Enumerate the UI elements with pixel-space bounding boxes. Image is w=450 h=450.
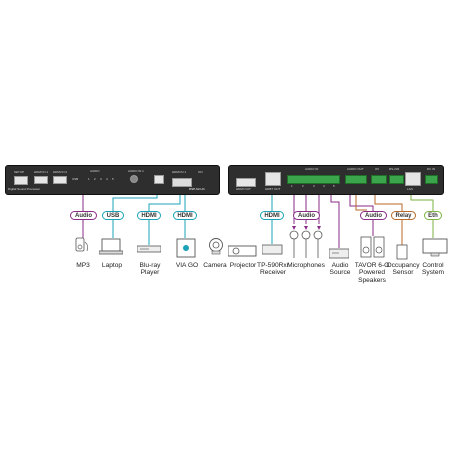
via-go-icon (176, 238, 196, 258)
hdmi-out-label: HDMI OUT (236, 187, 251, 191)
label-projector: Projector (229, 262, 257, 269)
label-camera: Camera (203, 262, 227, 269)
audio-in1-jack[interactable] (130, 175, 138, 183)
audio-source-icon (329, 248, 349, 259)
audio-in1-label: AUDIO IN 1 (128, 169, 144, 173)
hdbt-out-port[interactable] (265, 172, 281, 186)
microphones-icon (289, 230, 323, 258)
badge-hdmi-receiver: HDMI (260, 211, 284, 220)
channel-4: 4 (106, 177, 108, 181)
hdmi-out-port[interactable] (236, 178, 256, 187)
rear-channel-2: 2 (302, 184, 304, 188)
hdmi-in1-label: HDMI IN 1 (34, 170, 49, 174)
usb-port[interactable] (154, 175, 164, 184)
setup-label: SETUP (14, 170, 25, 174)
model-label: Digital Sound Processor (8, 187, 41, 191)
projector-icon (228, 245, 257, 257)
rear-channel-4: 4 (323, 184, 325, 188)
camera-icon (209, 238, 223, 255)
badge-relay: Relay (391, 211, 416, 220)
label-speakers: TAVOR 6-O Powered Speakers (354, 262, 390, 284)
occupancy-sensor-icon (396, 244, 408, 260)
control-system-icon (422, 238, 448, 257)
rs232-label: RS-232 (389, 167, 400, 171)
line-audio-source (330, 192, 340, 248)
io-terminal[interactable] (371, 175, 387, 184)
hdmi-in1-button[interactable] (34, 176, 48, 184)
dc-in-label: DC IN (427, 167, 436, 171)
label-occupancy: Occupancy Sensor (386, 262, 420, 277)
rear-channel-3: 3 (313, 184, 315, 188)
hdmi-in2-label: HDMI IN 2 (53, 170, 68, 174)
hdmi-in1-port[interactable] (172, 178, 192, 187)
line-relay (374, 192, 403, 245)
hdmi-in2-button[interactable] (53, 176, 67, 184)
audio-label: AUDIO (90, 169, 100, 173)
rear-channel-1: 1 (291, 184, 293, 188)
rs232-terminal[interactable] (389, 175, 404, 184)
badge-eth: Eth (424, 211, 442, 220)
label-microphones: Microphones (287, 262, 325, 269)
label-receiver: TP-590Rxr Receiver (257, 262, 289, 277)
usb-label: USB (72, 177, 79, 181)
hdmi-in1b-label: HDMI IN 1 (172, 170, 187, 174)
bluray-player-icon (137, 245, 161, 253)
label-audio-source: Audio Source (329, 262, 351, 277)
label-bluray: Blu-ray Player (139, 262, 161, 277)
badge-audio-speakers: Audio (360, 211, 387, 220)
label-control: Control System (422, 262, 444, 277)
setup-button[interactable] (14, 176, 28, 185)
io-label: I/O (375, 167, 380, 171)
receiver-icon (262, 244, 283, 255)
line-bluray-hdmi (148, 193, 181, 245)
rear-channel-5: 5 (333, 184, 335, 188)
channel-5: 5 (112, 177, 114, 181)
hdbt-out-label: HDBT OUT (265, 187, 281, 191)
badge-usb: USB (102, 211, 124, 220)
badge-hdmi-viago: HDMI (173, 211, 197, 220)
line-speakers (349, 192, 374, 236)
audio-out-terminal[interactable] (345, 175, 367, 184)
badge-audio-mp3: Audio (70, 211, 97, 220)
label-mp3: MP3 (76, 262, 90, 269)
model-badge: DSP-62-UC (189, 187, 205, 191)
speakers-icon (360, 236, 385, 258)
label-laptop: Laptop (101, 262, 123, 269)
mp3-player-icon (75, 237, 89, 252)
channel-2: 2 (94, 177, 96, 181)
label-viago: VIA GO (175, 262, 199, 269)
audio-out-label: AUDIO OUT (347, 167, 364, 171)
channel-3: 3 (100, 177, 102, 181)
lan-label: LAN (407, 187, 413, 191)
on-label: ON (198, 170, 203, 174)
audio-in-terminal[interactable] (287, 175, 340, 184)
badge-hdmi-bluray: HDMI (137, 211, 161, 220)
dsp-front-panel: SETUP Digital Sound Processor HDMI IN 1 … (5, 165, 220, 195)
dsp-rear-panel: HDMI OUT HDBT OUT AUDIO IN 1 2 3 4 5 AUD… (228, 165, 444, 195)
dc-in-terminal[interactable] (425, 175, 438, 184)
badge-audio-mics: Audio (293, 211, 320, 220)
audio-in-label: AUDIO IN (305, 167, 319, 171)
laptop-icon (99, 238, 123, 255)
lan-port[interactable] (405, 172, 421, 186)
channel-1: 1 (88, 177, 90, 181)
